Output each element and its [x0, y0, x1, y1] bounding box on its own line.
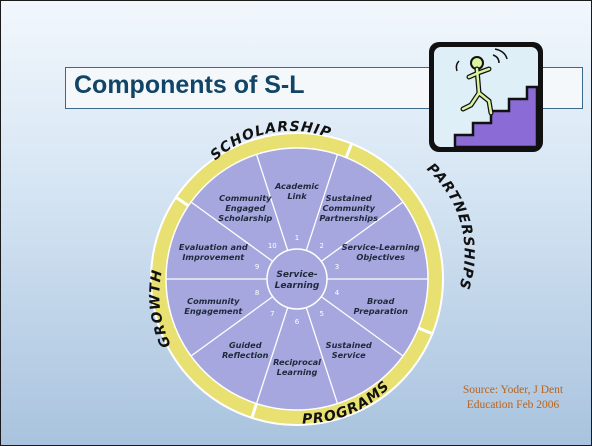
segment-divider — [255, 154, 289, 251]
segment-number: 6 — [295, 318, 300, 326]
ring-separator-4 — [250, 403, 258, 420]
source-citation: Source: Yoder, J Dent Education Feb 2006 — [462, 384, 564, 411]
slide-title: Components of S-L — [74, 71, 305, 99]
segment-divider — [190, 296, 274, 357]
center-hub — [266, 248, 328, 310]
segment-divider — [255, 307, 289, 404]
segment-number: 1 — [295, 234, 299, 242]
segment-number: 4 — [335, 289, 340, 297]
person-climbing-stairs-icon — [429, 42, 543, 152]
segment-number: 2 — [319, 242, 323, 250]
segment-divider — [190, 201, 274, 262]
segment-divider — [320, 296, 404, 357]
ring-separator-3 — [417, 326, 434, 336]
segment-number: 3 — [335, 263, 339, 271]
segment-number: 7 — [270, 310, 274, 318]
segment-number: 9 — [255, 263, 259, 271]
center-label: Service-Learning — [275, 270, 320, 291]
segment-number: 10 — [268, 242, 277, 250]
ring-separator-1 — [174, 195, 190, 207]
segment-divider — [320, 201, 404, 262]
segment-number: 5 — [319, 310, 323, 318]
segment-divider — [305, 154, 339, 251]
segment-number: 8 — [255, 289, 259, 297]
ring-separator-2 — [344, 142, 354, 159]
segment-divider — [305, 307, 339, 404]
